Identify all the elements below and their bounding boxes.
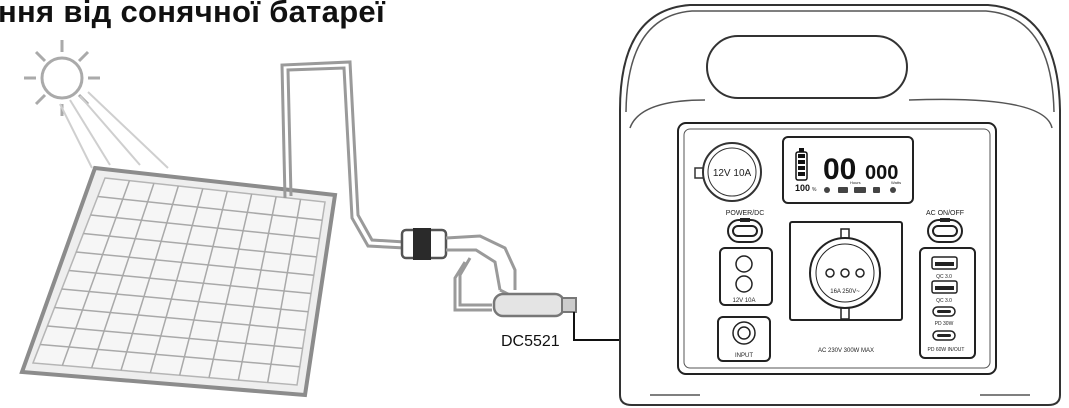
usb-c-port-1 — [932, 306, 956, 317]
time-unit: Hours — [850, 180, 861, 185]
power-dc-label: POWER/DC — [726, 210, 765, 217]
lcd-indicator-icons — [824, 187, 896, 193]
battery-icon — [795, 148, 808, 181]
mc4-connector — [400, 228, 517, 291]
usb-a-port-2 — [931, 280, 958, 294]
lcd-display: 100 % 00 Hours 000 Watts — [782, 136, 914, 204]
dc5521-plug — [492, 292, 577, 318]
socket-rating: 16A 250V~ — [830, 289, 860, 295]
dc5521-label: DC5521 — [501, 333, 560, 350]
usb-a-port-1 — [931, 256, 958, 270]
ac-onoff-button[interactable] — [927, 218, 963, 243]
watts-value: 000 — [865, 162, 898, 184]
ac-onoff-label: AC ON/OFF — [926, 210, 964, 217]
sun-rays — [59, 91, 169, 169]
battery-percent: 100 — [795, 183, 810, 193]
usb-c-port-2 — [932, 330, 956, 341]
usb-a1-label: QC 3.0 — [936, 274, 952, 280]
car-port-label: 12V 10A — [713, 168, 752, 179]
input-label: INPUT — [735, 353, 753, 359]
solar-panel — [19, 165, 338, 398]
input-port[interactable]: INPUT — [717, 316, 771, 362]
watts-unit: Watts — [891, 180, 901, 185]
dc-ports-label: 12V 10A — [732, 298, 755, 304]
time-value: 00 — [823, 153, 856, 186]
carry-handle — [629, 35, 1053, 129]
usb-port-group: QC 3.0 QC 3.0 PD 30W PD 60W IN/OUT — [919, 247, 976, 359]
dc-port-group: 12V 10A — [719, 247, 773, 306]
usb-c2-label: PD 60W IN/OUT — [928, 347, 965, 353]
power-dc-button[interactable] — [727, 218, 763, 243]
ac-output-label: AC 230V 300W MAX — [818, 348, 874, 354]
car-port: 12V 10A — [694, 142, 762, 202]
usb-c1-label: PD 30W — [935, 321, 954, 327]
solar-cable — [280, 60, 406, 250]
page-title: ння від сонячної батареї — [0, 0, 385, 29]
ac-socket: 16A 250V~ — [789, 221, 903, 321]
usb-a2-label: QC 3.0 — [936, 298, 952, 304]
percent-unit: % — [812, 187, 817, 193]
power-station: 12V 10A 100 % 00 Hours 000 Watts — [619, 4, 1061, 406]
